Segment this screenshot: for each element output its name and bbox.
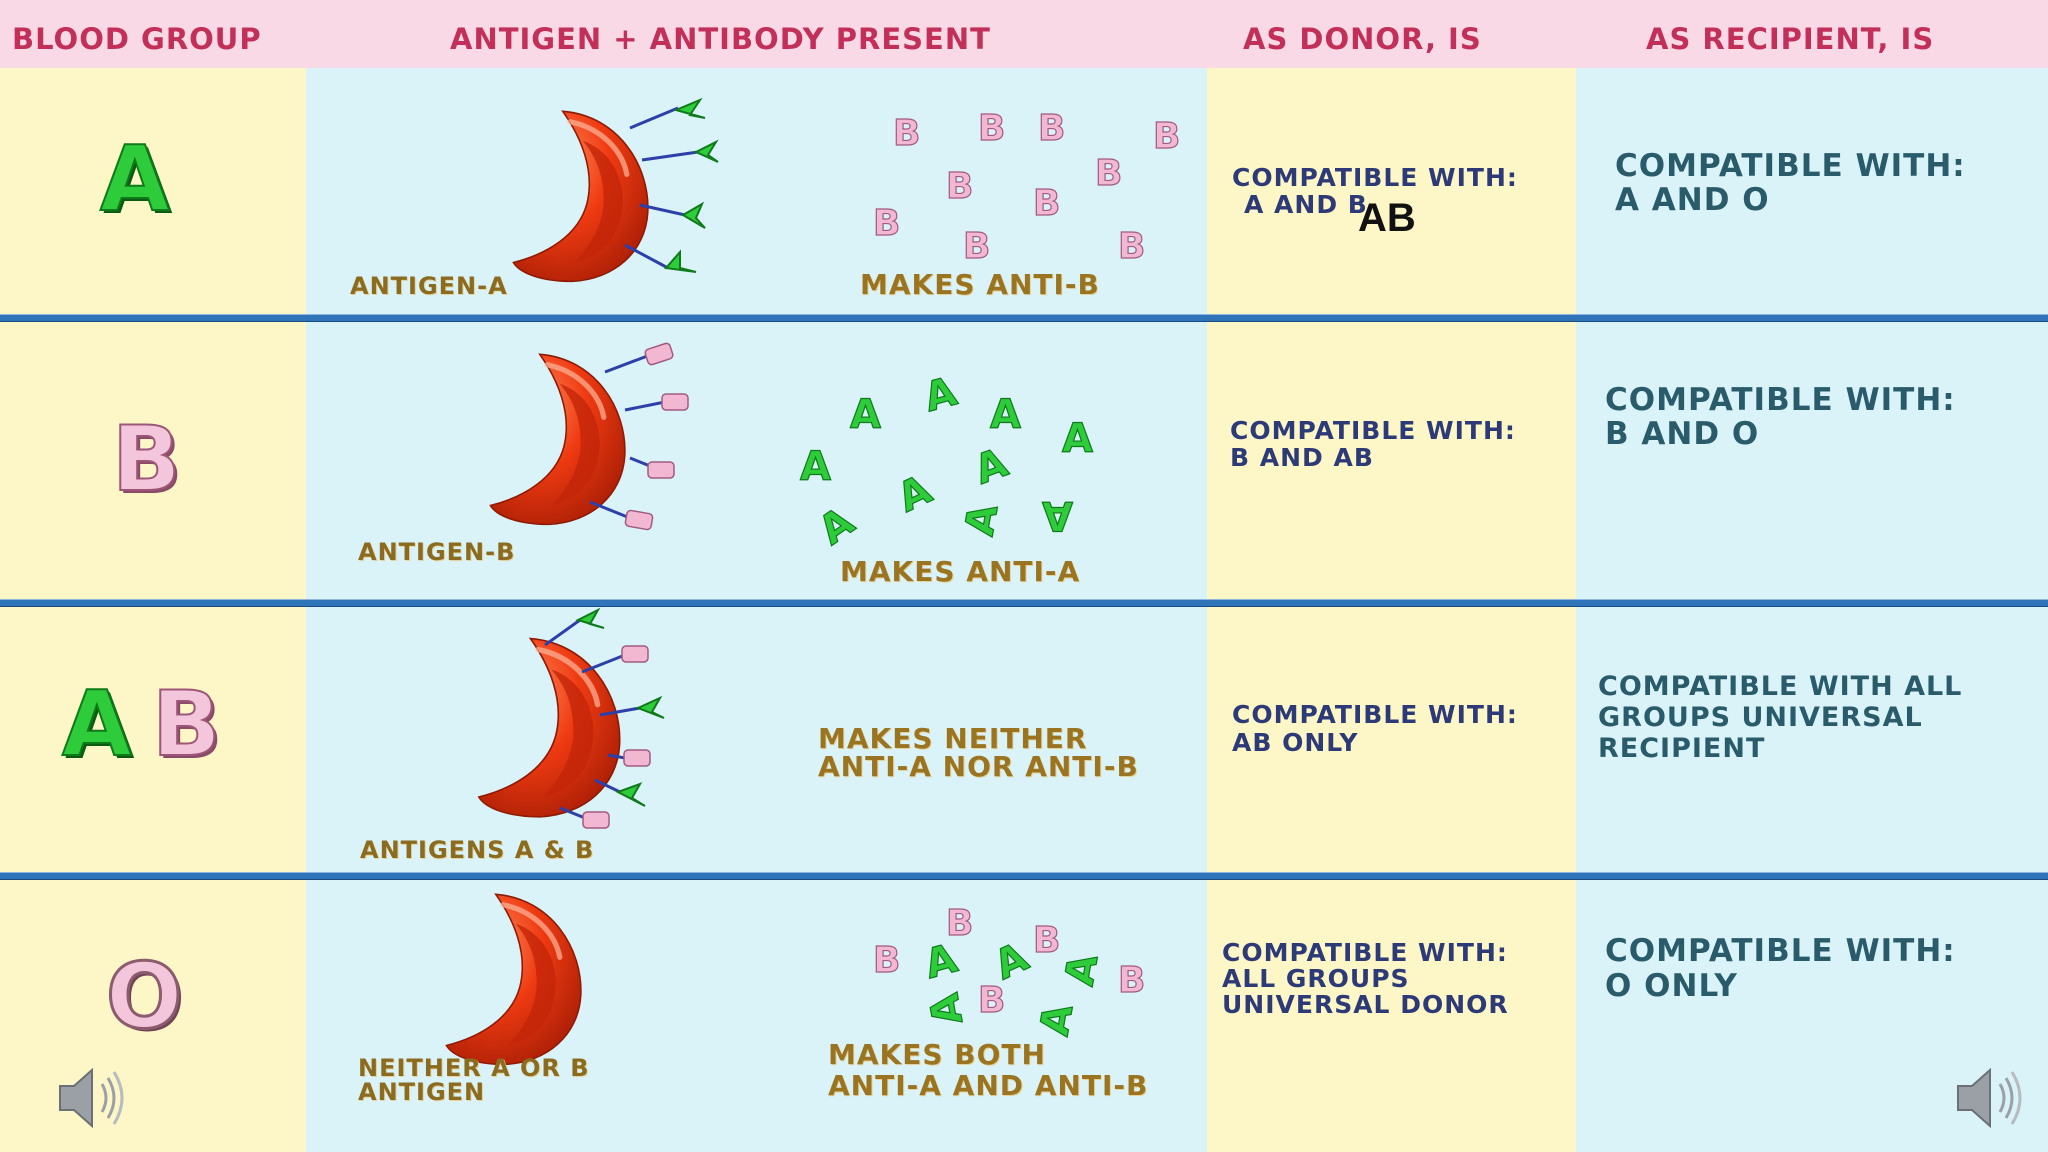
antigen-b-label: ANTIGEN-B xyxy=(358,538,516,566)
blood-group-ab-letter-b: B xyxy=(151,672,222,777)
svg-text:B: B xyxy=(1038,108,1065,149)
svg-text:B: B xyxy=(963,226,990,267)
header-as-recipient: AS RECIPIENT, IS xyxy=(1646,22,1935,56)
svg-text:B: B xyxy=(946,903,973,944)
svg-text:B: B xyxy=(873,940,900,981)
antigen-a-markers xyxy=(624,97,719,273)
svg-text:A: A xyxy=(1057,951,1108,990)
donor-o-line2: ALL GROUPS xyxy=(1222,964,1410,993)
header-blood-group: BLOOD GROUP xyxy=(12,22,262,56)
svg-text:A: A xyxy=(988,934,1036,989)
svg-text:A: A xyxy=(1032,1001,1083,1040)
recipient-ab-line1: COMPATIBLE WITH ALL xyxy=(1598,671,1963,702)
row-separator xyxy=(0,314,2048,322)
donor-a-overlay-text: AB xyxy=(1358,196,1416,240)
svg-text:A: A xyxy=(811,499,863,554)
svg-text:B: B xyxy=(1033,183,1060,224)
recipient-column xyxy=(1576,0,2048,1152)
neither-antibody-line1: MAKES NEITHER xyxy=(818,722,1088,755)
antigen-o-line2: ANTIGEN xyxy=(358,1078,486,1106)
svg-text:A: A xyxy=(1062,416,1093,462)
header-antigen-antibody: ANTIGEN + ANTIBODY PRESENT xyxy=(450,22,991,56)
svg-text:B: B xyxy=(873,203,900,244)
donor-o-line3: UNIVERSAL DONOR xyxy=(1222,990,1509,1019)
donor-ab-line1: COMPATIBLE WITH: xyxy=(1232,700,1518,729)
donor-ab-line2: AB ONLY xyxy=(1232,728,1359,757)
anti-a-antibodies: A A A A A A A A A A xyxy=(799,368,1093,555)
donor-column xyxy=(1207,0,1576,1152)
svg-text:A: A xyxy=(922,990,973,1029)
recipient-ab-line3: RECIPIENT xyxy=(1598,733,1766,764)
svg-text:B: B xyxy=(1153,116,1180,157)
anti-b-antibodies: B B B B B B B B B B xyxy=(872,107,1181,267)
red-blood-cell-o xyxy=(446,894,580,1064)
antigen-a-label: ANTIGEN-A xyxy=(350,272,508,300)
svg-text:A: A xyxy=(850,392,881,438)
antigen-ab-markers xyxy=(544,607,665,829)
recipient-a-line1: COMPATIBLE WITH: xyxy=(1615,148,1966,184)
recipient-b-line2: B AND O xyxy=(1605,416,1760,452)
svg-text:B: B xyxy=(946,166,973,207)
both-antibody-line2: ANTI-A AND ANTI-B xyxy=(828,1069,1149,1102)
svg-text:A: A xyxy=(990,392,1021,438)
donor-o-line1: COMPATIBLE WITH: xyxy=(1222,938,1508,967)
anti-a-anti-b-antibodies: B B B B B A A A A A xyxy=(872,902,1146,1040)
recipient-o-line1: COMPATIBLE WITH: xyxy=(1605,933,1956,969)
donor-a-line2: A AND B xyxy=(1244,190,1368,219)
header-bar xyxy=(0,0,2048,68)
speaker-icon[interactable] xyxy=(1950,1058,2030,1138)
antigen-o-line1: NEITHER A OR B xyxy=(358,1054,590,1082)
svg-text:A: A xyxy=(920,369,962,421)
antigens-ab-label: ANTIGENS A & B xyxy=(360,836,595,864)
blood-group-b-letter: B xyxy=(111,407,182,512)
donor-b-line2: B AND AB xyxy=(1230,443,1374,472)
donor-a-line1: COMPATIBLE WITH: xyxy=(1232,163,1518,192)
blood-group-a-letter: A xyxy=(99,127,171,232)
row-separator xyxy=(0,872,2048,880)
recipient-b-line1: COMPATIBLE WITH: xyxy=(1605,382,1956,418)
anti-a-label: MAKES ANTI-A xyxy=(840,555,1081,588)
svg-text:A: A xyxy=(891,467,939,522)
svg-text:B: B xyxy=(978,980,1005,1021)
blood-group-ab-letter-a: A xyxy=(61,672,133,777)
row-separator xyxy=(0,599,2048,607)
blood-group-o-letter: O xyxy=(105,944,184,1049)
recipient-o-line2: O ONLY xyxy=(1605,968,1738,1004)
red-blood-cell-b xyxy=(490,354,624,524)
svg-text:B: B xyxy=(893,113,920,154)
anti-b-label: MAKES ANTI-B xyxy=(860,268,1100,301)
svg-text:A: A xyxy=(969,440,1014,494)
recipient-ab-line2: GROUPS UNIVERSAL xyxy=(1598,702,1923,733)
svg-text:A: A xyxy=(1042,492,1073,538)
header-as-donor: AS DONOR, IS xyxy=(1243,22,1482,56)
both-antibody-line1: MAKES BOTH xyxy=(828,1038,1046,1071)
antigen-antibody-column xyxy=(306,0,1207,1152)
blood-group-column xyxy=(0,0,306,1152)
donor-b-line1: COMPATIBLE WITH: xyxy=(1230,416,1516,445)
svg-text:A: A xyxy=(800,444,831,490)
antigen-b-markers xyxy=(589,342,689,531)
recipient-a-line2: A AND O xyxy=(1615,182,1770,218)
neither-antibody-line2: ANTI-A NOR ANTI-B xyxy=(818,750,1139,783)
svg-text:A: A xyxy=(957,501,1008,540)
speaker-icon[interactable] xyxy=(52,1058,132,1138)
red-blood-cell-a xyxy=(513,111,647,281)
svg-text:B: B xyxy=(1095,153,1122,194)
svg-text:B: B xyxy=(1118,226,1145,267)
svg-text:B: B xyxy=(1033,920,1060,961)
svg-text:B: B xyxy=(1118,960,1145,1001)
svg-text:B: B xyxy=(978,108,1005,149)
